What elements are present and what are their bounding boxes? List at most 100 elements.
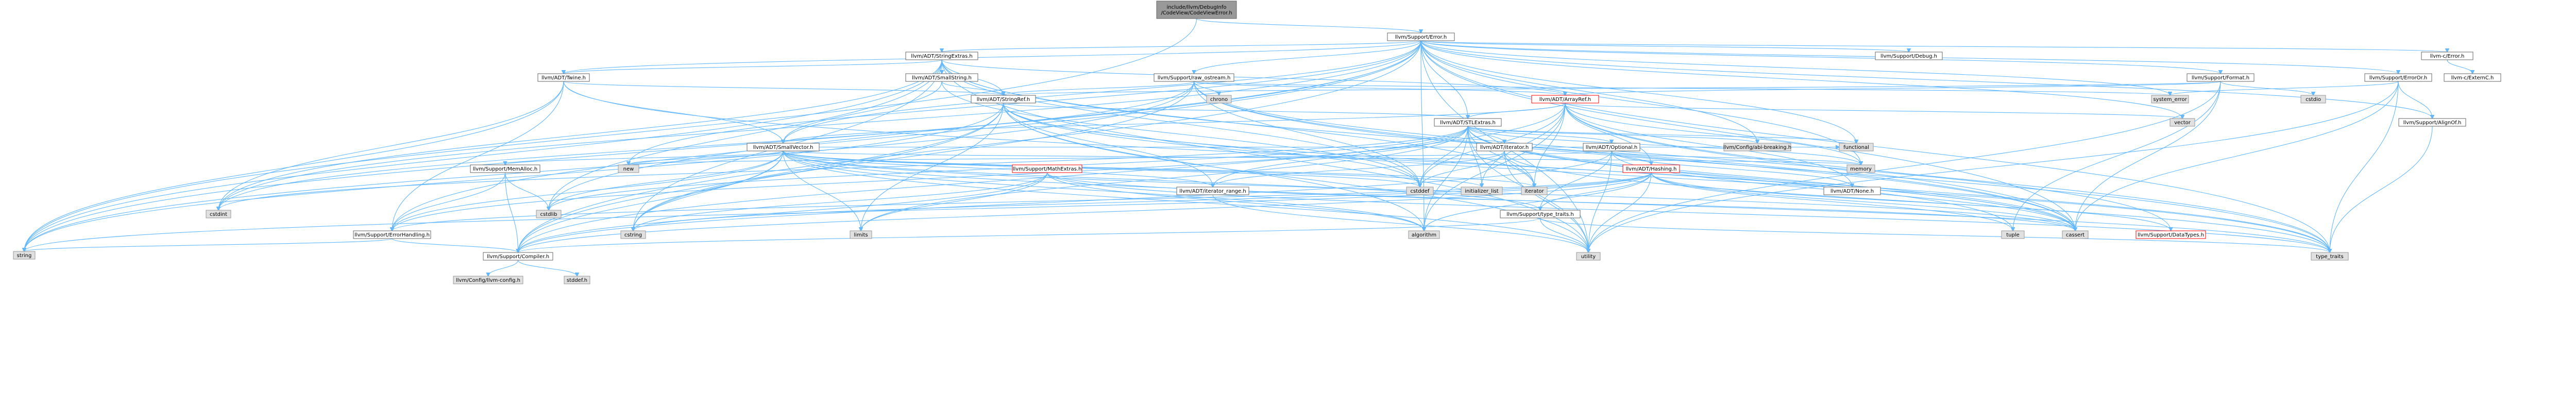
node-debug-box	[1875, 52, 1943, 60]
edge-smallvector-to-memalloc	[505, 150, 784, 165]
node-twine[interactable]: llvm/ADT/Twine.h	[537, 73, 590, 82]
edge-stlextras-to-cstddef	[1420, 126, 1468, 187]
node-cexternc[interactable]: llvm-c/ExternC.h	[2444, 73, 2501, 82]
edge-error-to-memory	[1420, 40, 1861, 165]
edge-stringextras-to-cstdint	[218, 59, 942, 210]
node-cerror[interactable]: llvm-c/Error.h	[2421, 52, 2473, 60]
node-limits-label: limits	[854, 232, 868, 238]
edge-smallstring-to-smallvector	[783, 81, 942, 143]
node-optional[interactable]: llvm/ADT/Optional.h	[1583, 143, 1640, 151]
node-typetraitsllvm[interactable]: llvm/Support/type_traits.h	[1500, 210, 1581, 218]
node-tuple-label: tuple	[2006, 232, 2020, 238]
node-llvmconfig-label: llvm/Config/llvm-config.h	[456, 278, 520, 283]
edge-hashing-to-datatypes	[1651, 172, 2171, 231]
node-cassert: cassert	[2062, 230, 2089, 239]
edge-iterator-to-iteratorrange	[1213, 150, 1505, 187]
node-erroror[interactable]: llvm/Support/ErrorOr.h	[2364, 73, 2432, 82]
node-iterator[interactable]: llvm/ADT/iterator.h	[1476, 143, 1533, 151]
node-error-label: llvm/Support/Error.h	[1395, 35, 1447, 40]
node-datatypes[interactable]: llvm/Support/DataTypes.h	[2136, 230, 2206, 239]
node-rawostream[interactable]: llvm/Support/raw_ostream.h	[1154, 73, 1234, 82]
edge-arrayref-to-typetraits	[1565, 103, 2330, 252]
edge-root-to-string	[24, 18, 1197, 251]
node-hashing[interactable]: llvm/ADT/Hashing.h	[1622, 164, 1680, 173]
node-error[interactable]: llvm/Support/Error.h	[1387, 32, 1455, 41]
edge-optional-to-new	[629, 150, 1612, 165]
node-format-box	[2187, 73, 2255, 82]
node-twine-label: llvm/ADT/Twine.h	[541, 75, 586, 81]
node-smallstring[interactable]: llvm/ADT/SmallString.h	[905, 73, 978, 82]
node-vector-label: vector	[2174, 120, 2191, 126]
edge-arrayref-to-iteratorstd	[1534, 103, 1566, 187]
edge-error-to-configabi	[1420, 40, 1757, 143]
node-chrono-label: chrono	[1210, 97, 1228, 103]
node-cstring: cstring	[620, 230, 646, 239]
node-format[interactable]: llvm/Support/Format.h	[2187, 73, 2255, 82]
edge-mathextras-to-algorithm	[1046, 172, 1425, 231]
edge-rawostream-to-string	[24, 81, 1195, 251]
node-cexternc-label: llvm-c/ExternC.h	[2451, 75, 2494, 81]
node-alignof[interactable]: llvm/Support/AlignOf.h	[2398, 118, 2466, 127]
edge-typetraitsllvm-to-utility	[1539, 217, 1589, 252]
node-cstdio-box	[2300, 95, 2326, 104]
node-none[interactable]: llvm/ADT/None.h	[1823, 187, 1881, 195]
node-compiler[interactable]: llvm/Support/Compiler.h	[483, 252, 553, 261]
node-root-label: include/llvm/DebugInfo	[1167, 5, 1227, 10]
node-tuple-box	[2001, 230, 2025, 239]
node-debug[interactable]: llvm/Support/Debug.h	[1875, 52, 1943, 60]
node-cassert-box	[2062, 230, 2089, 239]
node-arrayref-box	[1531, 95, 1599, 104]
node-stringref[interactable]: llvm/ADT/StringRef.h	[971, 95, 1036, 104]
node-cstring-box	[620, 230, 646, 239]
edge-arrayref-to-hashing	[1565, 103, 1651, 165]
node-stringref-box	[971, 95, 1036, 104]
node-root-box	[1156, 1, 1237, 19]
node-cstdlib-label: cstdlib	[540, 212, 557, 217]
node-mathextras[interactable]: llvm/Support/MathExtras.h	[1012, 164, 1082, 173]
edge-erroror-to-alignof	[2398, 81, 2432, 119]
node-memory: memory	[1846, 164, 1875, 173]
edge-rawostream-to-systemerror	[1193, 81, 2171, 95]
node-stringextras-box	[905, 52, 978, 60]
node-memalloc[interactable]: llvm/Support/MemAlloc.h	[470, 164, 540, 173]
edge-errorhandling-to-compiler	[392, 238, 518, 252]
edge-error-to-twine	[564, 40, 1421, 74]
node-stlextras[interactable]: llvm/ADT/STLExtras.h	[1434, 118, 1502, 127]
node-llvmconfig: llvm/Config/llvm-config.h	[453, 276, 523, 284]
node-errorhandling-label: llvm/Support/ErrorHandling.h	[354, 232, 430, 238]
node-iteratorrange-box	[1176, 187, 1249, 195]
node-arrayref[interactable]: llvm/ADT/ArrayRef.h	[1531, 95, 1599, 104]
node-algorithm-box	[1408, 230, 1440, 239]
node-functional-box	[1839, 143, 1874, 151]
edge-smallvector-to-cstdlib	[549, 150, 784, 210]
node-cstdint-label: cstdint	[210, 212, 227, 217]
edge-smallvector-to-iteratorstd	[783, 150, 1534, 187]
edge-stringref-to-stlextras	[1003, 103, 1468, 119]
node-smallvector[interactable]: llvm/ADT/SmallVector.h	[747, 143, 820, 151]
node-stddef-label: stddef.h	[567, 278, 587, 283]
node-none-box	[1823, 187, 1881, 195]
edge-iteratorrange-to-utility	[1212, 194, 1588, 252]
node-vector-box	[2170, 118, 2195, 127]
node-iteratorrange[interactable]: llvm/ADT/iterator_range.h	[1176, 187, 1249, 195]
node-cstddef-label: cstddef	[1411, 189, 1430, 194]
node-format-label: llvm/Support/Format.h	[2192, 75, 2249, 81]
edge-arrayref-to-none	[1565, 103, 1852, 187]
node-optional-label: llvm/ADT/Optional.h	[1586, 145, 1637, 150]
node-hashing-box	[1622, 164, 1680, 173]
node-utility-label: utility	[1581, 254, 1596, 260]
node-hashing-label: llvm/ADT/Hashing.h	[1626, 166, 1677, 172]
edge-stringref-to-compiler	[518, 103, 1004, 252]
node-root[interactable]: include/llvm/DebugInfo/CodeView/CodeView…	[1156, 1, 1237, 19]
node-errorhandling-box	[353, 230, 431, 239]
edge-stlextras-to-cstdint	[218, 126, 1468, 210]
node-string-label: string	[17, 253, 32, 259]
edge-stringref-to-typetraits	[1003, 103, 2330, 252]
node-errorhandling[interactable]: llvm/Support/ErrorHandling.h	[353, 230, 431, 239]
edge-smallvector-to-compiler	[518, 150, 784, 252]
node-smallstring-label: llvm/ADT/SmallString.h	[912, 75, 972, 81]
edge-rawostream-to-chrono	[1193, 81, 1219, 95]
node-stringextras[interactable]: llvm/ADT/StringExtras.h	[905, 52, 978, 60]
node-memalloc-box	[470, 164, 540, 173]
